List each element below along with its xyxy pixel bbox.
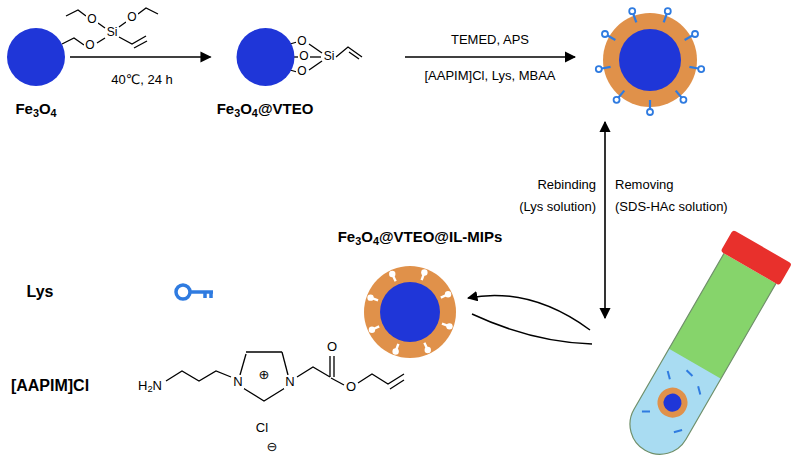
atom-label: N bbox=[232, 375, 243, 390]
atom-label: Si bbox=[106, 26, 119, 40]
vteo-structure bbox=[62, 8, 158, 48]
magnetic-core bbox=[619, 29, 681, 91]
charge-symbol: ⊖ bbox=[266, 440, 279, 455]
key-stem bbox=[608, 36, 616, 41]
atom-label: O bbox=[296, 65, 307, 79]
key-head bbox=[629, 8, 635, 14]
step-condition: (Lys solution) bbox=[518, 200, 597, 215]
reaction-condition: [AAPIM]Cl, Lys, MBAA bbox=[424, 69, 557, 84]
imprinted-particle bbox=[596, 8, 704, 115]
magnetic-core bbox=[7, 28, 65, 86]
particle-label: Fe3O4 bbox=[6, 100, 66, 118]
key-stem bbox=[685, 36, 693, 41]
key-stem bbox=[676, 91, 682, 98]
tube-particle-shell bbox=[652, 382, 693, 423]
aapim-structure bbox=[166, 352, 404, 401]
key-head bbox=[647, 109, 653, 115]
key-stem bbox=[619, 91, 625, 98]
subscript: 4 bbox=[252, 107, 258, 119]
subscript: 4 bbox=[51, 107, 57, 119]
particle-node: Fe3O4@VTEO@IL-MIPs bbox=[325, 228, 515, 364]
polymer-shell bbox=[603, 13, 697, 107]
particle-label: Fe3O4@VTEO bbox=[213, 100, 318, 118]
subscript: 4 bbox=[373, 235, 379, 247]
reaction-arrow bbox=[405, 56, 575, 58]
key-stem bbox=[649, 100, 651, 109]
key-head bbox=[614, 97, 620, 103]
particle-shape bbox=[325, 228, 515, 364]
atom-label: H2N bbox=[137, 379, 163, 394]
key-stem bbox=[602, 67, 611, 69]
imprinted-cavity bbox=[445, 291, 451, 297]
step-label: Removing bbox=[614, 178, 675, 193]
atom-label: Cl bbox=[255, 421, 269, 436]
imprinted-cavity bbox=[446, 323, 452, 329]
imprinted-cavity bbox=[421, 269, 427, 275]
subscript: 3 bbox=[234, 107, 240, 119]
curved-arrow bbox=[472, 314, 592, 344]
particle-label: Fe3O4@VTEO@IL-MIPs bbox=[325, 228, 515, 246]
step-label: Rebinding bbox=[536, 178, 597, 193]
key-stem bbox=[633, 14, 636, 22]
curved-arrow bbox=[468, 295, 590, 330]
atom-label: O bbox=[296, 35, 307, 49]
key-stem bbox=[689, 67, 698, 69]
polymer-shell bbox=[364, 266, 456, 358]
subscript: 3 bbox=[355, 235, 361, 247]
imprinted-cavity bbox=[369, 327, 375, 333]
reaction-condition: 40℃, 24 h bbox=[110, 73, 174, 88]
key-head bbox=[698, 66, 704, 72]
reaction-arrow bbox=[70, 56, 211, 58]
test-tube bbox=[616, 230, 792, 468]
atom-label: O bbox=[86, 13, 97, 27]
legend-name: Lys bbox=[26, 283, 55, 301]
magnetic-core bbox=[380, 282, 440, 342]
atom-label: Si bbox=[323, 50, 336, 64]
tube-particle-core bbox=[660, 390, 685, 415]
tube-liquid bbox=[619, 349, 721, 466]
tube-wall bbox=[619, 253, 776, 465]
key-head bbox=[665, 8, 671, 14]
reaction-condition: TEMED, APS bbox=[450, 33, 530, 48]
imprinted-cavity bbox=[392, 348, 398, 354]
key-stem bbox=[664, 14, 667, 22]
key-head bbox=[602, 31, 608, 37]
key-head bbox=[692, 31, 698, 37]
imprinted-cavity bbox=[389, 271, 395, 277]
subscript: 3 bbox=[33, 107, 39, 119]
charge-symbol: ⊕ bbox=[258, 368, 271, 383]
atom-label: O bbox=[298, 50, 309, 64]
atom-label: O bbox=[326, 340, 338, 355]
key-head bbox=[596, 66, 602, 72]
subscript: 2 bbox=[147, 384, 152, 394]
atom-label: O bbox=[345, 380, 357, 395]
template-keys bbox=[596, 8, 704, 115]
particle-node: Fe3O4 bbox=[6, 28, 66, 124]
magnetic-core bbox=[236, 28, 294, 86]
atom-label: O bbox=[84, 39, 95, 53]
imprinted-cavity bbox=[367, 294, 373, 300]
legend-name: [AAPIM]Cl bbox=[10, 377, 90, 395]
key-head bbox=[680, 97, 686, 103]
imprinted-cavity bbox=[425, 347, 431, 353]
double-arrow bbox=[604, 122, 606, 318]
step-condition: (SDS-HAc solution) bbox=[614, 200, 729, 215]
free-template bbox=[641, 361, 709, 435]
lys-key-icon bbox=[176, 285, 213, 299]
atom-label: N bbox=[284, 375, 295, 390]
atom-label: O bbox=[126, 11, 137, 25]
tube-cap bbox=[721, 230, 792, 286]
